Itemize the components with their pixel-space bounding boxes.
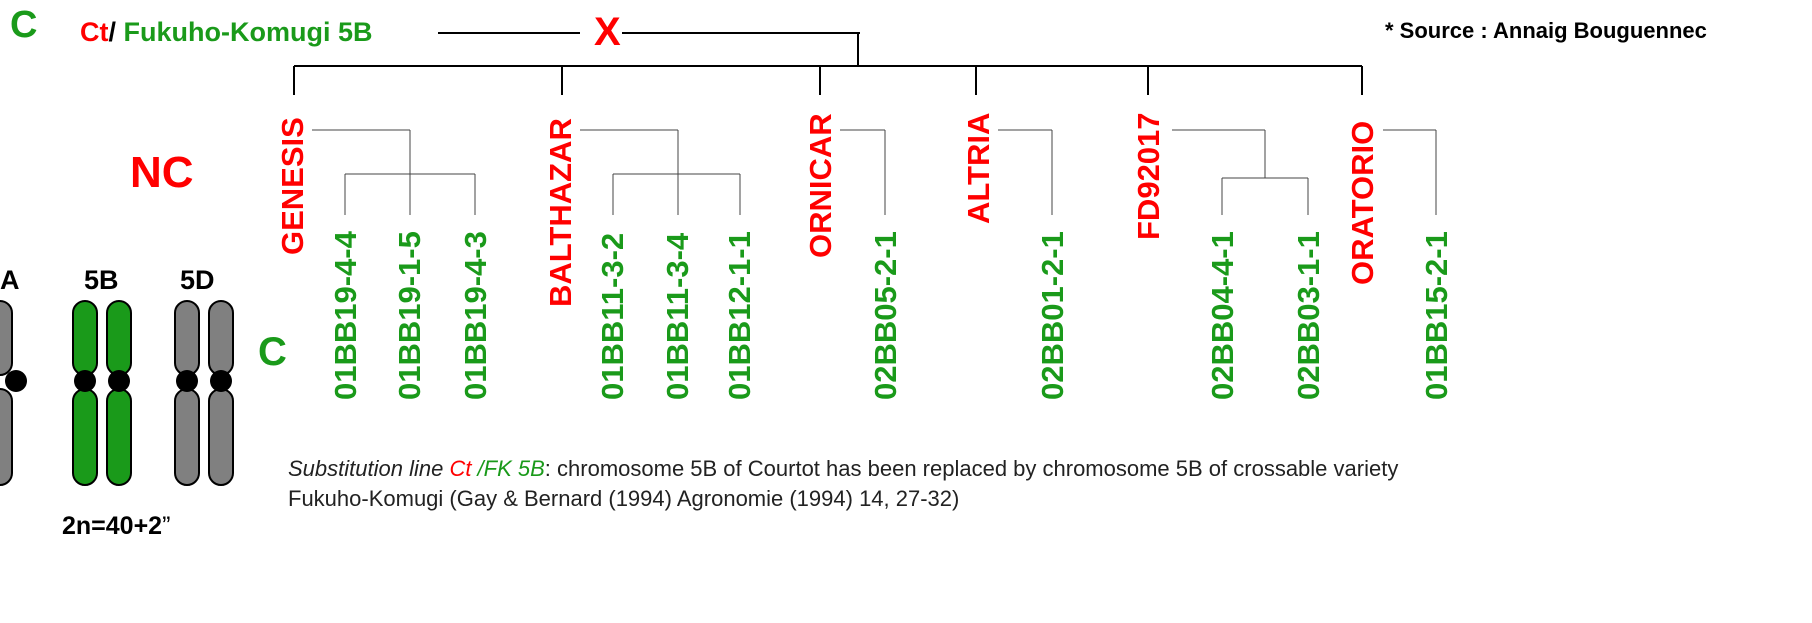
line-01bb12-1-1: 01BB12-1-1 xyxy=(722,231,757,400)
chromosome-5b-1-upper xyxy=(72,300,98,376)
formula-text: 2n=40+2 xyxy=(62,512,163,540)
c-label-top: C xyxy=(10,4,38,46)
ct-label: Ct xyxy=(80,17,109,47)
line-01bb19-4-3: 01BB19-4-3 xyxy=(458,231,493,400)
centromere-a xyxy=(5,370,27,392)
cross-parent-label: Ct/ Fukuho-Komugi 5B xyxy=(80,17,373,48)
line-01bb19-1-5: 01BB19-1-5 xyxy=(392,231,427,400)
parent-ornicar: ORNICAR xyxy=(803,113,838,258)
centromere-5b-2 xyxy=(108,370,130,392)
chromosome-5b-2-lower xyxy=(106,388,132,486)
line-02bb05-2-1: 02BB05-2-1 xyxy=(868,231,903,400)
karyo-label-5d: 5D xyxy=(180,265,215,295)
karyotype-formula: 2n=40+2” xyxy=(62,512,170,541)
fukuho-label: Fukuho-Komugi 5B xyxy=(123,17,373,47)
line-01bb15-2-1: 01BB15-2-1 xyxy=(1419,231,1454,400)
line-01bb19-4-4: 01BB19-4-4 xyxy=(328,231,363,400)
line-02bb04-4-1: 02BB04-4-1 xyxy=(1205,231,1240,400)
chromosome-5d-1-lower xyxy=(174,388,200,486)
formula-mark: ” xyxy=(162,512,171,540)
footnote-fk: /FK 5B xyxy=(471,456,545,481)
line-01bb11-3-4: 01BB11-3-4 xyxy=(660,232,695,400)
slash: / xyxy=(108,17,117,47)
centromere-5d-1 xyxy=(176,370,198,392)
parent-genesis: GENESIS xyxy=(275,117,310,255)
parent-fd92017: FD92017 xyxy=(1131,112,1166,240)
chromosome-5b-2-upper xyxy=(106,300,132,376)
cross-symbol: X xyxy=(594,10,621,54)
c-label-row: C xyxy=(258,330,287,374)
footnote-line2: Fukuho-Komugi (Gay & Bernard (1994) Agro… xyxy=(288,486,960,511)
chromosome-5d-1-upper xyxy=(174,300,200,376)
chromosome-5d-2-lower xyxy=(208,388,234,486)
karyo-label-5b: 5B xyxy=(84,265,119,295)
chromosome-a-upper xyxy=(0,300,13,376)
karyo-label-a: A xyxy=(0,265,20,295)
parent-oratorio: ORATORIO xyxy=(1345,120,1380,285)
footnote-rest: : chromosome 5B of Courtot has been repl… xyxy=(544,456,1399,481)
footnote-line1: Substitution line Ct /FK 5B: chromosome … xyxy=(288,456,1398,482)
line-01bb11-3-2: 01BB11-3-2 xyxy=(595,232,630,400)
chromosome-5b-1-lower xyxy=(72,388,98,486)
line-02bb03-1-1: 02BB03-1-1 xyxy=(1291,231,1326,400)
source-label: * Source : Annaig Bouguennec xyxy=(1385,18,1707,43)
line-02bb01-2-1: 02BB01-2-1 xyxy=(1035,231,1070,400)
nc-label: NC xyxy=(130,148,194,197)
centromere-5d-2 xyxy=(210,370,232,392)
parent-balthazar: BALTHAZAR xyxy=(543,118,578,307)
footnote-ct: Ct xyxy=(449,456,472,481)
centromere-5b-1 xyxy=(74,370,96,392)
chromosome-a-lower xyxy=(0,388,13,486)
parent-altria: ALTRIA xyxy=(961,112,996,224)
footnote-intro: Substitution line xyxy=(288,456,450,481)
chromosome-5d-2-upper xyxy=(208,300,234,376)
